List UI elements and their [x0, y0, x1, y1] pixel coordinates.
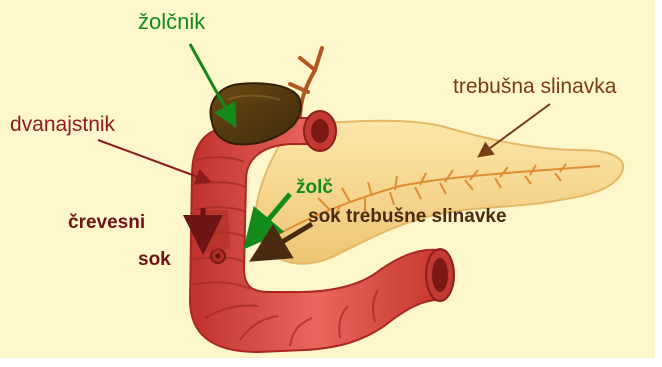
label-intestinal-juice-line2: sok	[138, 250, 171, 269]
label-intestinal-juice-line1: črevesni	[68, 213, 145, 232]
label-pancreatic-juice: sok trebušne slinavke	[308, 207, 507, 226]
label-bile: žolč	[296, 178, 333, 197]
label-duodenum: dvanajstnik	[10, 114, 115, 135]
duodenum-arrow	[98, 140, 206, 180]
label-gallbladder: žolčnik	[138, 11, 205, 33]
label-pancreas: trebušna slinavka	[453, 76, 616, 97]
